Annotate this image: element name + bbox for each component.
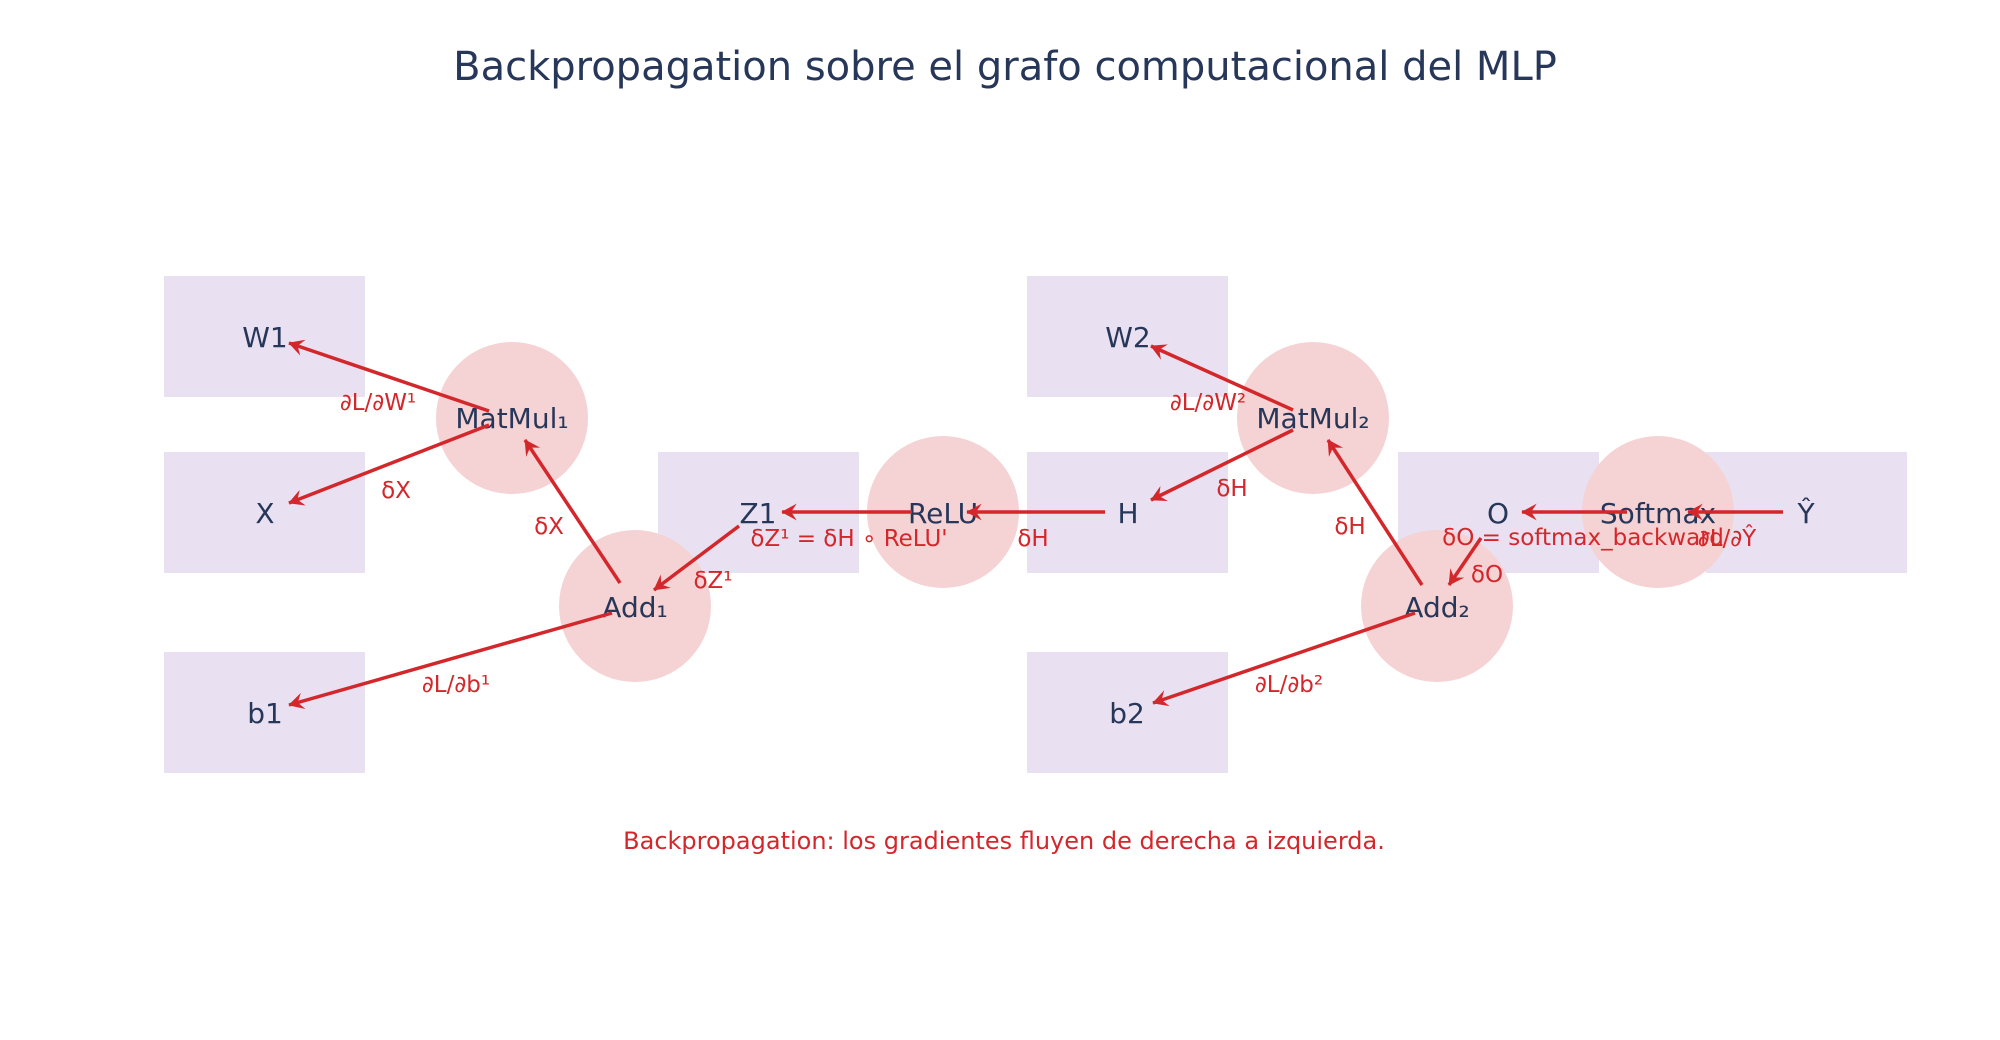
- node-w2: W2: [1027, 276, 1228, 397]
- edge-z1-to-add1: [652, 524, 741, 592]
- node-relu: [867, 436, 1019, 588]
- node-w1-label: W1: [242, 321, 288, 354]
- edge-label-do: δO: [1471, 562, 1503, 588]
- node-z1-label: Z1: [740, 497, 777, 530]
- node-yhat-label: Ŷ: [1796, 496, 1815, 530]
- node-b2-label: b2: [1109, 697, 1145, 730]
- node-matmul1: [436, 342, 588, 494]
- edge-label-do-softmax: δO = softmax_backward: [1442, 525, 1724, 551]
- node-add2-label: Add₂: [1404, 591, 1469, 624]
- node-softmax: [1582, 436, 1734, 588]
- node-add1-label: Add₁: [602, 591, 667, 624]
- edge-label-dh-matmul2: δH: [1334, 514, 1365, 540]
- edge-label-dl-dyhat: ∂L/∂Ŷ: [1698, 524, 1757, 552]
- edge-label-dx-matmul1: δX: [534, 514, 564, 540]
- node-w1: W1: [164, 276, 365, 397]
- edge-matmul2-to-h: [1150, 428, 1294, 502]
- edge-label-dl-dw2: ∂L/∂W²: [1170, 390, 1246, 416]
- edge-add1-to-matmul1: [523, 439, 622, 584]
- edge-matmul1-to-w1: [288, 339, 490, 413]
- edge-label-dx: δX: [381, 478, 411, 504]
- diagram-title: Backpropagation sobre el grafo computaci…: [453, 44, 1557, 90]
- node-b2: b2: [1027, 652, 1228, 773]
- node-x: X: [164, 452, 365, 573]
- edge-label-dz1-relu: δZ¹ = δH ∘ ReLU': [750, 526, 947, 552]
- edge-matmul1-to-x: [288, 423, 490, 506]
- edge-add2-to-b2: [1152, 611, 1416, 707]
- edge-matmul2-to-w2: [1150, 344, 1294, 412]
- node-w2-label: W2: [1105, 321, 1151, 354]
- node-b1: b1: [164, 652, 365, 773]
- node-x-label: X: [255, 497, 274, 530]
- edge-o-to-add2: [1447, 537, 1483, 586]
- edge-label-dl-dw1: ∂L/∂W¹: [340, 390, 416, 416]
- edge-label-dl-db2: ∂L/∂b²: [1255, 672, 1323, 698]
- edge-add1-to-b1: [288, 611, 613, 710]
- node-b1-label: b1: [247, 697, 283, 730]
- node-matmul2: [1237, 342, 1389, 494]
- node-matmul2-label: MatMul₂: [1256, 402, 1369, 435]
- edge-label-dh-relu: δH: [1017, 526, 1048, 552]
- edge-add2-to-matmul2: [1326, 439, 1424, 586]
- node-add1: [559, 530, 711, 682]
- node-o-label: O: [1487, 497, 1509, 530]
- edge-label-dl-db1: ∂L/∂b¹: [422, 672, 490, 698]
- edge-label-dh-h: δH: [1216, 476, 1247, 502]
- diagram-caption: Backpropagation: los gradientes fluyen d…: [623, 827, 1385, 855]
- node-add2: [1361, 530, 1513, 682]
- node-h-label: H: [1117, 497, 1138, 530]
- edge-label-dz1: δZ¹: [693, 568, 732, 594]
- node-h: H: [1027, 452, 1228, 573]
